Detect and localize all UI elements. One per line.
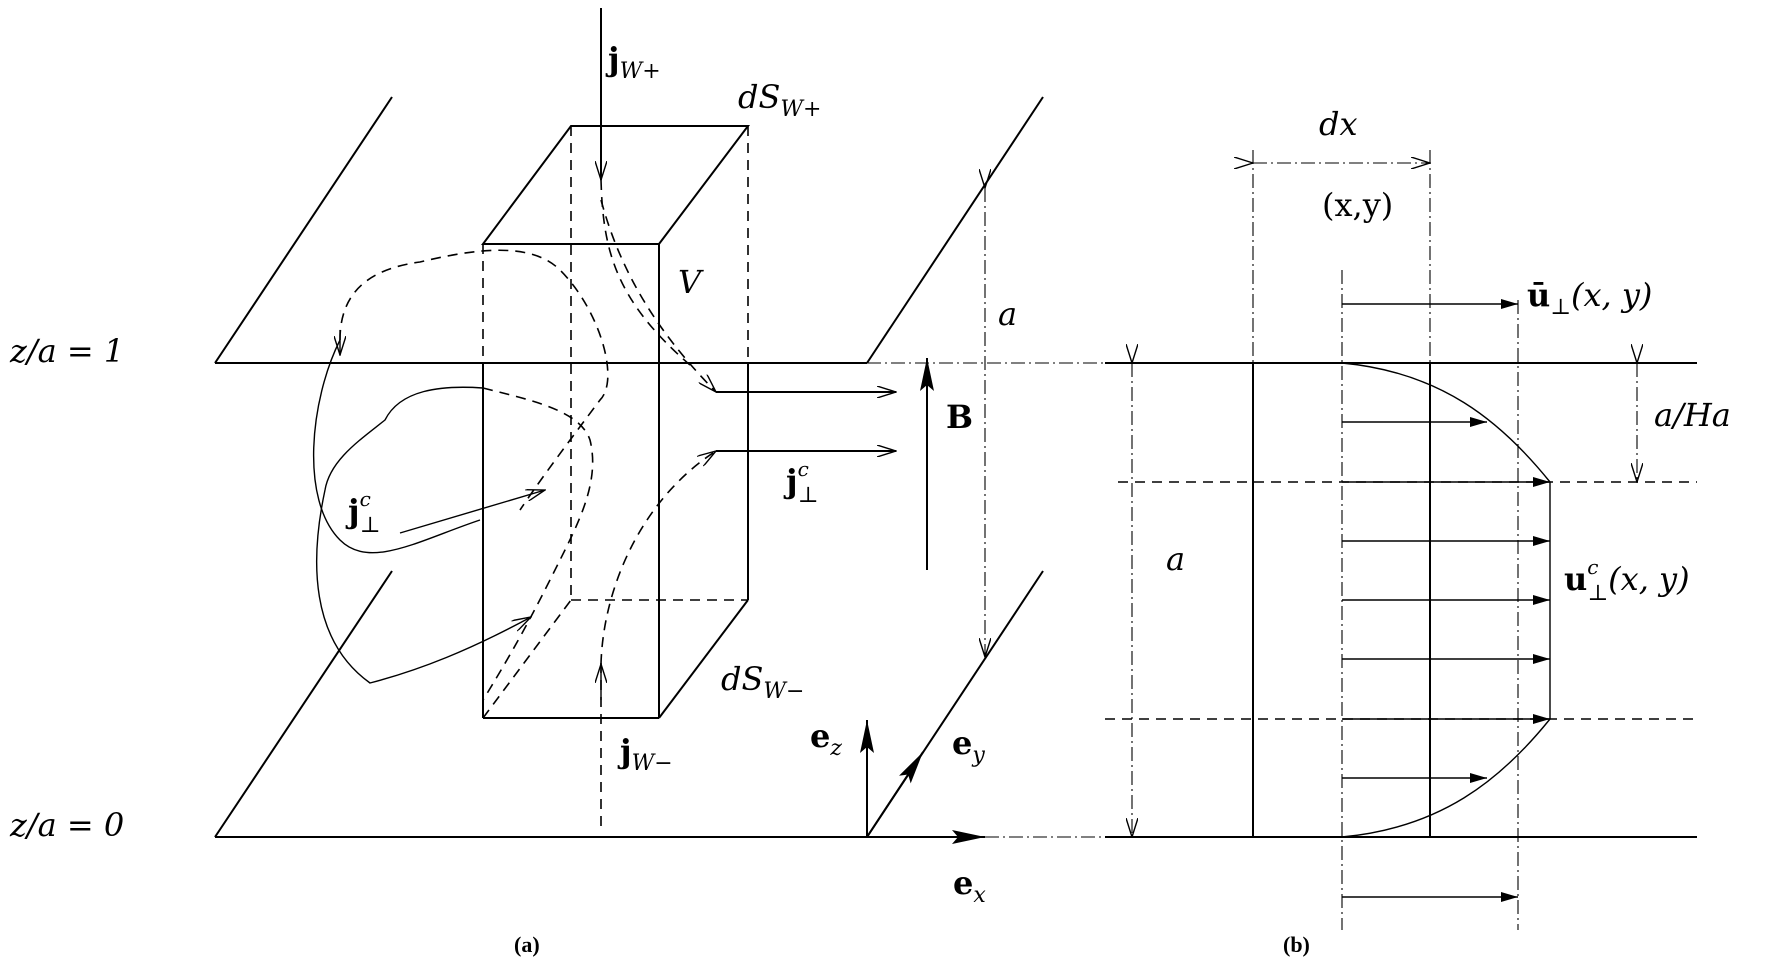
label-field-B: B: [946, 398, 973, 436]
current-loop-lower: [316, 386, 531, 684]
label-ds-w-minus: dSW−: [721, 660, 804, 704]
label-z-top: z/a = 1: [9, 332, 124, 370]
panel-a: z/a = 1 z/a = 0 jW+ dSW+ V a B jc⊥ jc⊥ d…: [9, 8, 1105, 957]
label-height-a: a: [998, 295, 1017, 333]
label-j-w-minus: jW−: [617, 732, 673, 776]
velocity-profile-arrows: [1342, 417, 1550, 783]
coordinate-vectors: [860, 720, 985, 844]
ey-vector: [866, 751, 924, 838]
top-wall-plane: [214, 96, 1044, 364]
label-j-perp-left: jc⊥: [345, 487, 380, 538]
label-ex: ex: [953, 864, 986, 908]
label-ds-w-plus: dSW+: [738, 78, 821, 122]
label-volume: V: [678, 263, 704, 301]
panel-b: dx (x,y) ū⊥(x, y) a/Ha a uc⊥(x, y) (b): [1105, 105, 1731, 957]
current-loop-lower-dashed: [482, 387, 594, 701]
label-core-velocity: uc⊥(x, y): [1564, 555, 1690, 606]
control-volume-box: [481, 125, 751, 719]
current-loop-upper-arrow: [399, 490, 545, 534]
label-ez: ez: [810, 717, 842, 761]
current-loop-upper: [339, 249, 609, 511]
label-ey: ey: [952, 724, 985, 768]
label-j-w-plus: jW+: [605, 40, 661, 84]
caption-b: (b): [1283, 932, 1310, 957]
j-w-plus-flow-curve: [600, 179, 691, 366]
j-w-minus-flow-curve: [600, 451, 716, 665]
label-point: (x,y): [1322, 186, 1393, 224]
current-loop-upper-left: [312, 339, 481, 554]
label-j-perp-right: jc⊥: [783, 457, 818, 508]
label-mean-velocity: ū⊥(x, y): [1527, 276, 1652, 320]
label-hartmann-thickness: a/Ha: [1654, 396, 1731, 434]
j-w-plus-flow-curve-2: [600, 199, 716, 392]
label-z-bottom: z/a = 0: [9, 806, 124, 844]
label-duct-height: a: [1166, 540, 1185, 578]
caption-a: (a): [514, 932, 540, 957]
label-dx: dx: [1319, 105, 1358, 143]
bottom-wall-plane: [214, 570, 1044, 838]
